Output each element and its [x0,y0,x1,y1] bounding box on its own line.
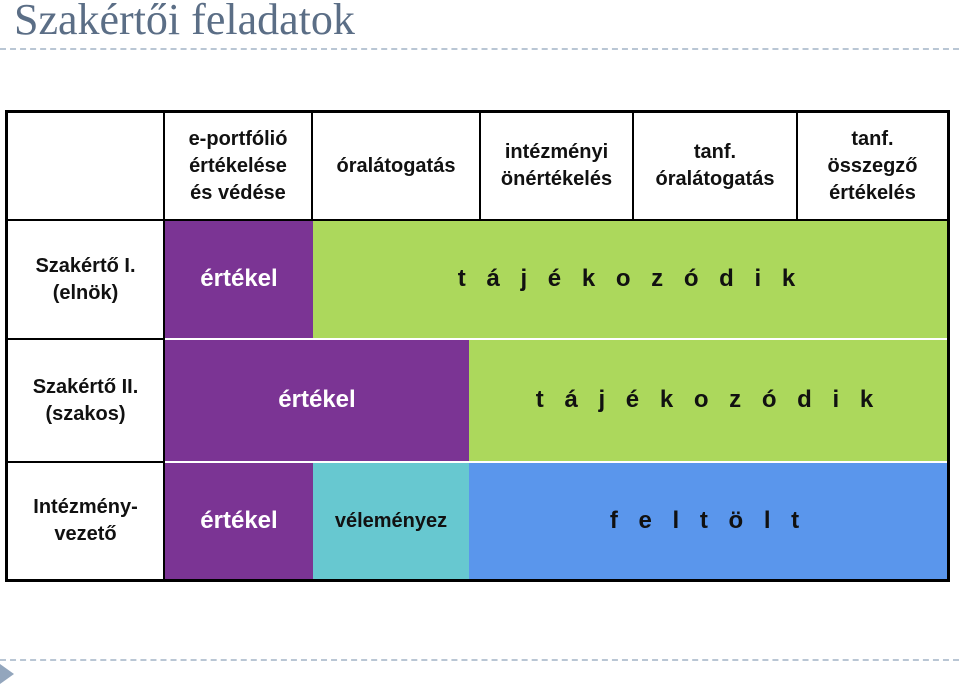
next-slide-arrow-icon[interactable] [0,664,14,684]
row2-ertekel-cell: értékel [165,340,469,463]
row-label-intezmenyvezeto: Intézmény- vezető [8,463,165,579]
row3-ertekel-cell: értékel [165,463,313,579]
header-intezmenyi-onertekeles: intézményi önértékelés [481,113,634,221]
footer-divider [0,659,959,661]
row3-velemenyez-cell: véleményez [313,463,469,579]
header-tanf-osszegzo: tanf. összegző értékelés [798,113,947,221]
row1-tajekozodik-cell: t á j é k o z ó d i k [313,221,947,340]
task-matrix: e-portfólió értékelése és védése óraláto… [5,110,950,582]
row1-ertekel-cell: értékel [165,221,313,340]
row-label-szakerto-2: Szakértő II. (szakos) [8,340,165,463]
row-label-szakerto-1: Szakértő I. (elnök) [8,221,165,340]
row2-tajekozodik-cell: t á j é k o z ó d i k [469,340,947,463]
corner-cell [8,113,165,221]
header-tanf-oralatogatas: tanf. óralátogatás [634,113,798,221]
title-divider [0,48,959,50]
page-title: Szakértői feladatok [14,0,355,44]
header-oralatogatas: óralátogatás [313,113,481,221]
row3-feltolt-cell: f e l t ö l t [469,463,947,579]
header-eportfolio: e-portfólió értékelése és védése [165,113,313,221]
